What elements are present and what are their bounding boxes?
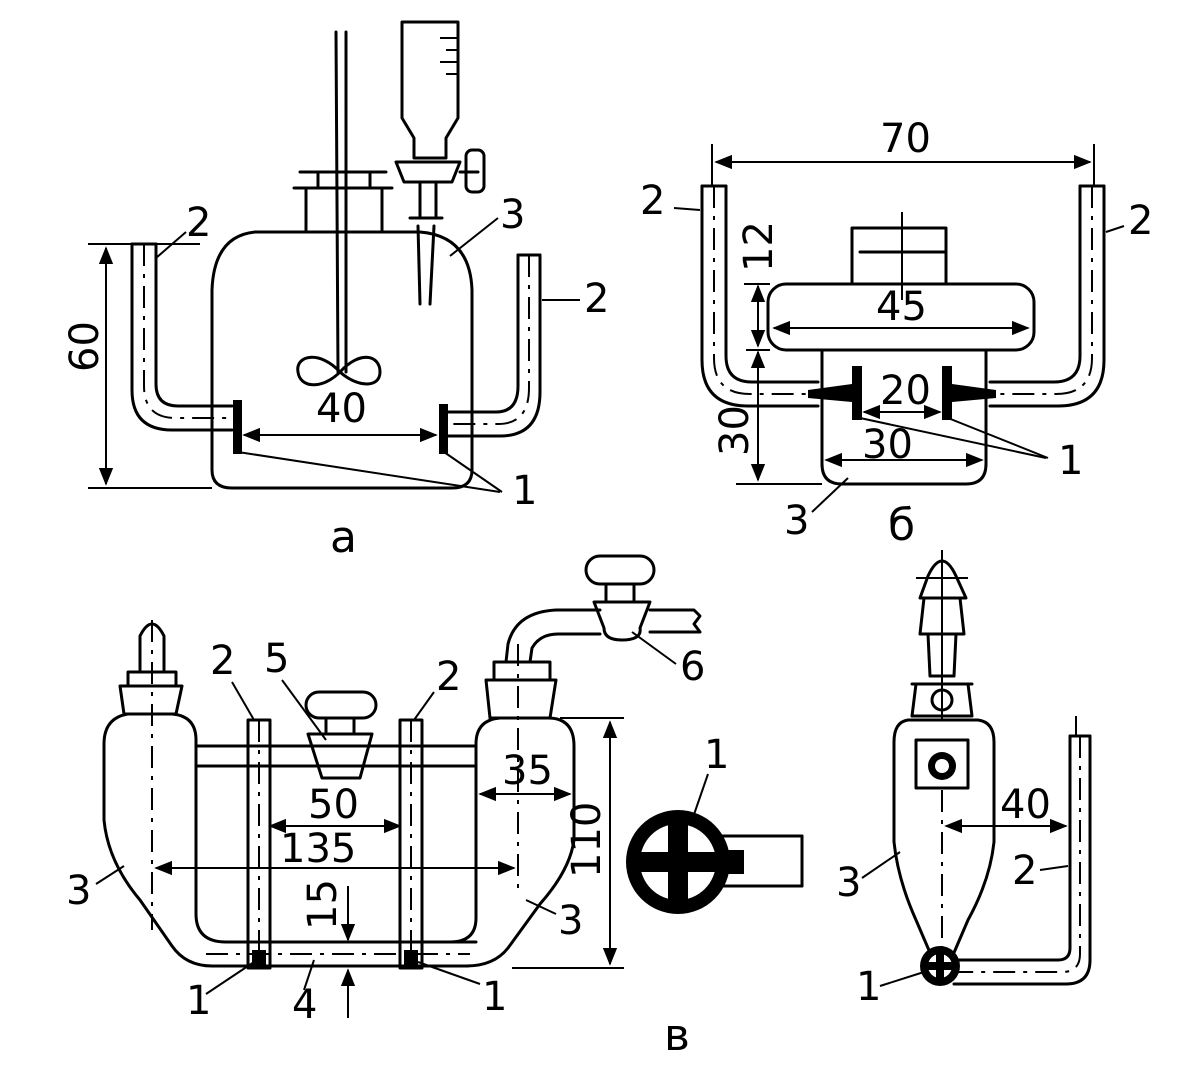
tube-b-right xyxy=(988,184,1106,408)
dim-c-gap: 15 xyxy=(300,879,346,930)
dim-a-height: 60 xyxy=(62,321,108,372)
label-a-electrodes: 1 xyxy=(512,468,537,514)
dim-b-bottom-width: 30 xyxy=(862,422,913,468)
stopper-c-left xyxy=(118,684,184,716)
electrode-a-right xyxy=(439,404,448,454)
figure-c: 50 135 35 110 15 2 2 5 6 3 3 1 1 4 в xyxy=(66,554,705,1061)
caption-a: а xyxy=(330,512,357,563)
vessel-c-right xyxy=(464,716,576,968)
electrode-b-right xyxy=(942,366,952,420)
label-c-electrode-left: 1 xyxy=(186,978,211,1024)
stirrer-a xyxy=(296,30,382,387)
figure-b: 70 45 20 30 30 12 2 2 1 3 б xyxy=(640,116,1153,551)
label-side-tube: 2 xyxy=(1012,848,1037,894)
label-c-stopcock-center: 5 xyxy=(264,636,289,682)
label-a-vessel: 3 xyxy=(500,192,525,238)
dim-c-shoulder: 35 xyxy=(502,748,553,794)
label-c-electrode-right: 1 xyxy=(482,974,507,1020)
side-tube xyxy=(956,734,1072,962)
label-detail-electrode: 1 xyxy=(704,732,729,778)
label-a-tube-right: 2 xyxy=(584,276,609,322)
electrode-detail: 1 xyxy=(626,732,804,914)
label-a-tube-left: 2 xyxy=(186,200,211,246)
dim-b-total-width: 70 xyxy=(880,116,931,162)
label-c-tube-left: 2 xyxy=(210,638,235,684)
lid-knob-b xyxy=(850,226,948,286)
label-side-vessel: 3 xyxy=(836,860,861,906)
label-c-vessel-left: 3 xyxy=(66,868,91,914)
stopcock-c-outlet xyxy=(584,554,702,642)
label-b-electrodes: 1 xyxy=(1058,438,1083,484)
dim-b-lid-width: 45 xyxy=(876,284,927,330)
label-c-vessel-right: 3 xyxy=(558,898,583,944)
dim-b-lid-offset: 12 xyxy=(736,221,782,272)
stopper-a xyxy=(292,170,394,234)
vessel-c-left xyxy=(126,712,478,944)
caption-b: б xyxy=(888,500,915,551)
tube-b-left xyxy=(700,184,820,408)
lid-b xyxy=(766,282,1036,352)
dim-c-inner: 50 xyxy=(308,782,359,828)
dim-b-height: 30 xyxy=(712,405,758,456)
label-b-vessel: 3 xyxy=(784,498,809,544)
burette-a xyxy=(394,20,486,306)
vessel-b xyxy=(820,348,988,486)
dim-c-height: 110 xyxy=(564,802,610,878)
side-vessel xyxy=(906,718,996,964)
electrode-a-left xyxy=(233,400,242,454)
dim-c-span: 135 xyxy=(280,826,356,872)
dim-b-gap: 20 xyxy=(880,368,931,414)
label-c-stopcock-outlet: 6 xyxy=(680,644,705,690)
label-b-tube-left: 2 xyxy=(640,178,665,224)
tube-a-right xyxy=(446,253,542,438)
electrode-b-left xyxy=(852,366,862,420)
stopper-c-right xyxy=(484,678,558,720)
side-view: 40 3 2 1 xyxy=(836,550,1092,1010)
caption-c: в xyxy=(664,1010,690,1061)
dim-a-width: 40 xyxy=(316,386,367,432)
figure-a: 40 60 2 2 3 1 а xyxy=(62,20,609,563)
label-side-electrode: 1 xyxy=(856,964,881,1010)
stopcock-c-center xyxy=(304,690,378,780)
label-b-tube-right: 2 xyxy=(1128,198,1153,244)
dim-side-width: 40 xyxy=(1000,782,1051,828)
vessel-a xyxy=(210,230,474,490)
tube-a-left xyxy=(130,242,234,432)
label-c-tube-right: 2 xyxy=(436,654,461,700)
